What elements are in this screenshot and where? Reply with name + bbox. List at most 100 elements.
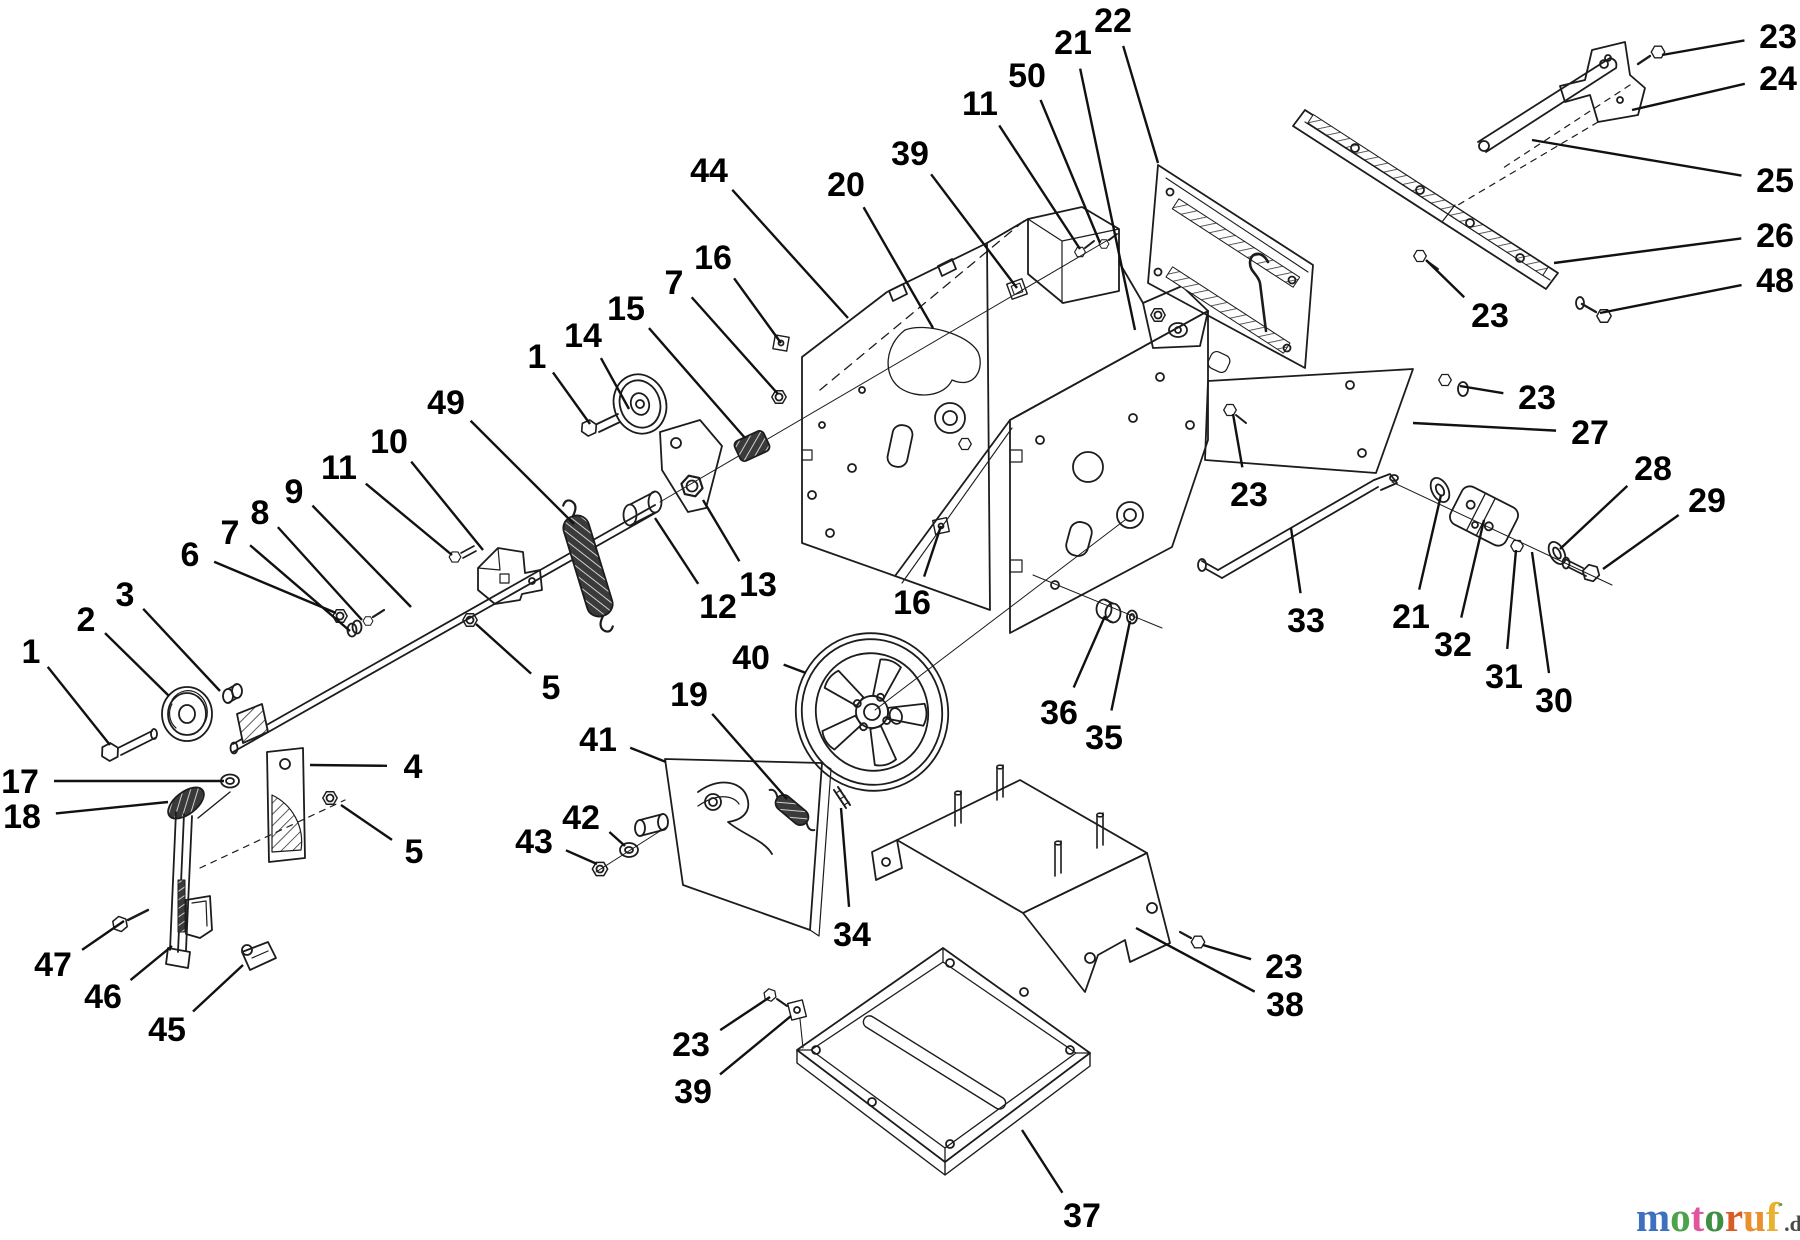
logo-letter-o: o xyxy=(1704,1194,1725,1240)
axle-assembly xyxy=(97,334,951,765)
callout-25-9: 25 xyxy=(1756,162,1794,200)
callout-38-61: 38 xyxy=(1266,986,1304,1024)
leader-line-27-14 xyxy=(1412,421,1557,432)
motoruf-logo: motoruf˙.de xyxy=(1636,1190,1800,1238)
leader-line-41-53 xyxy=(629,746,667,764)
leader-line-34-56 xyxy=(839,807,851,908)
leader-line-46-44 xyxy=(129,945,173,981)
callout-28-15: 28 xyxy=(1634,450,1672,488)
callout-3-38: 3 xyxy=(116,576,135,614)
callout-49-31: 49 xyxy=(427,384,465,422)
callout-18-42: 18 xyxy=(3,798,41,836)
callout-10-32: 10 xyxy=(370,423,408,461)
logo-letter-f: f xyxy=(1765,1194,1780,1240)
callout-23-57: 23 xyxy=(672,1026,710,1064)
callout-40-51: 40 xyxy=(732,639,770,677)
shift-rod-assembly xyxy=(1197,473,1613,586)
leader-line-23-57 xyxy=(719,996,771,1032)
leader-line-1-40 xyxy=(46,666,111,746)
callout-6-37: 6 xyxy=(181,536,200,574)
callout-20-5: 20 xyxy=(827,166,865,204)
handle-bracket-assembly xyxy=(1292,41,1666,397)
leader-line-6-37 xyxy=(213,560,337,615)
leader-line-31-18 xyxy=(1506,549,1518,650)
logo-letter-m: m xyxy=(1636,1194,1671,1240)
leader-line-2-39 xyxy=(104,632,170,697)
callout-48-11: 48 xyxy=(1756,262,1794,300)
fasteners-top xyxy=(1006,233,1247,424)
callout-47-43: 47 xyxy=(34,946,72,984)
leader-line-20-5 xyxy=(862,206,935,329)
side-panel-27 xyxy=(1204,368,1414,474)
callout-23-13: 23 xyxy=(1518,379,1556,417)
callout-7-27: 7 xyxy=(665,264,684,302)
logo-letter-r: r xyxy=(1724,1194,1744,1240)
callout-32-19: 32 xyxy=(1434,626,1472,664)
callout-22-0: 22 xyxy=(1094,2,1132,40)
callout-9-34: 9 xyxy=(285,473,304,511)
callout-1-40: 1 xyxy=(22,633,41,671)
leader-line-23-13 xyxy=(1459,384,1504,395)
support-bracket xyxy=(871,764,1206,993)
callout-5-47: 5 xyxy=(405,833,424,871)
leader-line-40-51 xyxy=(783,663,807,675)
leader-line-23-22 xyxy=(1231,413,1244,468)
leader-line-22-0 xyxy=(1122,45,1160,164)
leader-line-49-31 xyxy=(469,419,575,525)
callout-33-21: 33 xyxy=(1287,602,1325,640)
leader-line-7-27 xyxy=(690,296,779,395)
drive-wheel xyxy=(794,632,950,792)
leader-line-21-20 xyxy=(1418,494,1443,590)
logo-wordmark: motoruf xyxy=(1636,1194,1779,1240)
callout-24-8: 24 xyxy=(1759,60,1797,98)
logo-letter-u: u xyxy=(1743,1194,1766,1240)
callout-50-2: 50 xyxy=(1008,57,1046,95)
callout-23-22: 23 xyxy=(1230,476,1268,514)
leader-line-38-61 xyxy=(1135,926,1256,993)
leader-line-28-15 xyxy=(1559,484,1629,550)
callout-44-6: 44 xyxy=(690,152,728,190)
leader-line-11-33 xyxy=(365,482,453,556)
callout-19-52: 19 xyxy=(670,676,708,714)
leader-line-23-60 xyxy=(1202,943,1252,961)
leader-line-24-8 xyxy=(1631,82,1746,112)
callout-34-56: 34 xyxy=(833,916,871,954)
callout-23-60: 23 xyxy=(1265,948,1303,986)
leader-line-7-36 xyxy=(249,544,351,632)
leader-line-36-23 xyxy=(1072,615,1107,688)
callout-11-33: 11 xyxy=(321,449,357,487)
leader-line-10-32 xyxy=(410,460,484,551)
callout-36-23: 36 xyxy=(1040,694,1078,732)
leader-line-13-50 xyxy=(701,499,741,562)
leader-line-42-54 xyxy=(608,831,626,847)
callout-8-35: 8 xyxy=(251,494,270,532)
callout-39-4: 39 xyxy=(891,135,929,173)
leader-line-47-43 xyxy=(81,920,125,951)
logo-letter-t: t xyxy=(1690,1194,1705,1240)
leader-line-15-28 xyxy=(648,327,746,439)
callout-1-30: 1 xyxy=(528,338,547,376)
callout-15-28: 15 xyxy=(607,290,645,328)
callout-17-41: 17 xyxy=(1,763,39,801)
leader-line-11-3 xyxy=(998,124,1082,250)
leader-line-48-11 xyxy=(1599,283,1742,315)
logo-suffix: .de xyxy=(1784,1211,1800,1236)
leader-line-21-1 xyxy=(1078,68,1137,331)
leader-line-43-55 xyxy=(565,849,598,866)
callout-13-50: 13 xyxy=(739,566,777,604)
leader-line-50-2 xyxy=(1039,99,1102,244)
callout-23-12: 23 xyxy=(1471,297,1509,335)
bottom-tray xyxy=(796,947,1091,1176)
callout-45-45: 45 xyxy=(148,1011,186,1049)
callout-41-53: 41 xyxy=(579,721,617,759)
leader-line-16-26 xyxy=(733,277,782,344)
transmission-bracket xyxy=(591,758,851,937)
callout-30-17: 30 xyxy=(1535,682,1573,720)
cover-plate-22 xyxy=(1147,164,1314,369)
fasteners-bottom xyxy=(761,987,808,1049)
leader-line-19-52 xyxy=(711,713,788,800)
leader-line-5-48 xyxy=(475,623,532,675)
callout-11-3: 11 xyxy=(962,85,998,123)
callout-46-44: 46 xyxy=(84,978,122,1016)
